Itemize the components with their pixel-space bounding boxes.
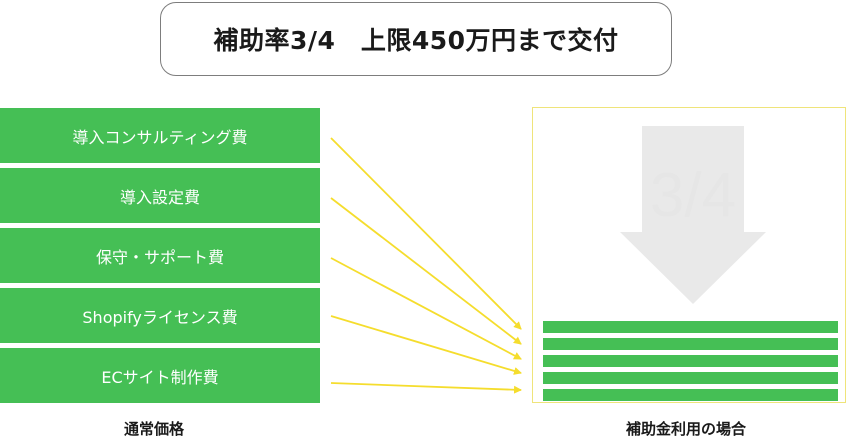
flow-arrow (330, 315, 522, 375)
result-bar (543, 355, 838, 367)
result-bar (543, 389, 838, 401)
flow-arrow (330, 257, 522, 360)
result-bar (543, 338, 838, 350)
subsidy-case-caption: 補助金利用の場合 (626, 420, 747, 438)
cost-item-maintenance: 保守・サポート費 (0, 228, 320, 283)
cost-item-setup: 導入設定費 (0, 168, 320, 223)
flow-arrow (330, 197, 522, 345)
cost-item-ec-site-production: ECサイト制作費 (0, 348, 320, 403)
subsidy-rate-banner: 補助率3/4 上限450万円まで交付 (160, 2, 672, 76)
cost-item-consulting: 導入コンサルティング費 (0, 108, 320, 163)
flow-arrow (330, 382, 522, 394)
down-arrow-icon (620, 126, 766, 304)
regular-price-caption: 通常価格 (124, 420, 185, 438)
result-bar (543, 372, 838, 384)
flow-arrow (330, 137, 522, 330)
cost-item-shopify-license: Shopifyライセンス費 (0, 288, 320, 343)
subsidy-fraction-watermark: 3/4 (649, 161, 737, 230)
result-bar (543, 321, 838, 333)
